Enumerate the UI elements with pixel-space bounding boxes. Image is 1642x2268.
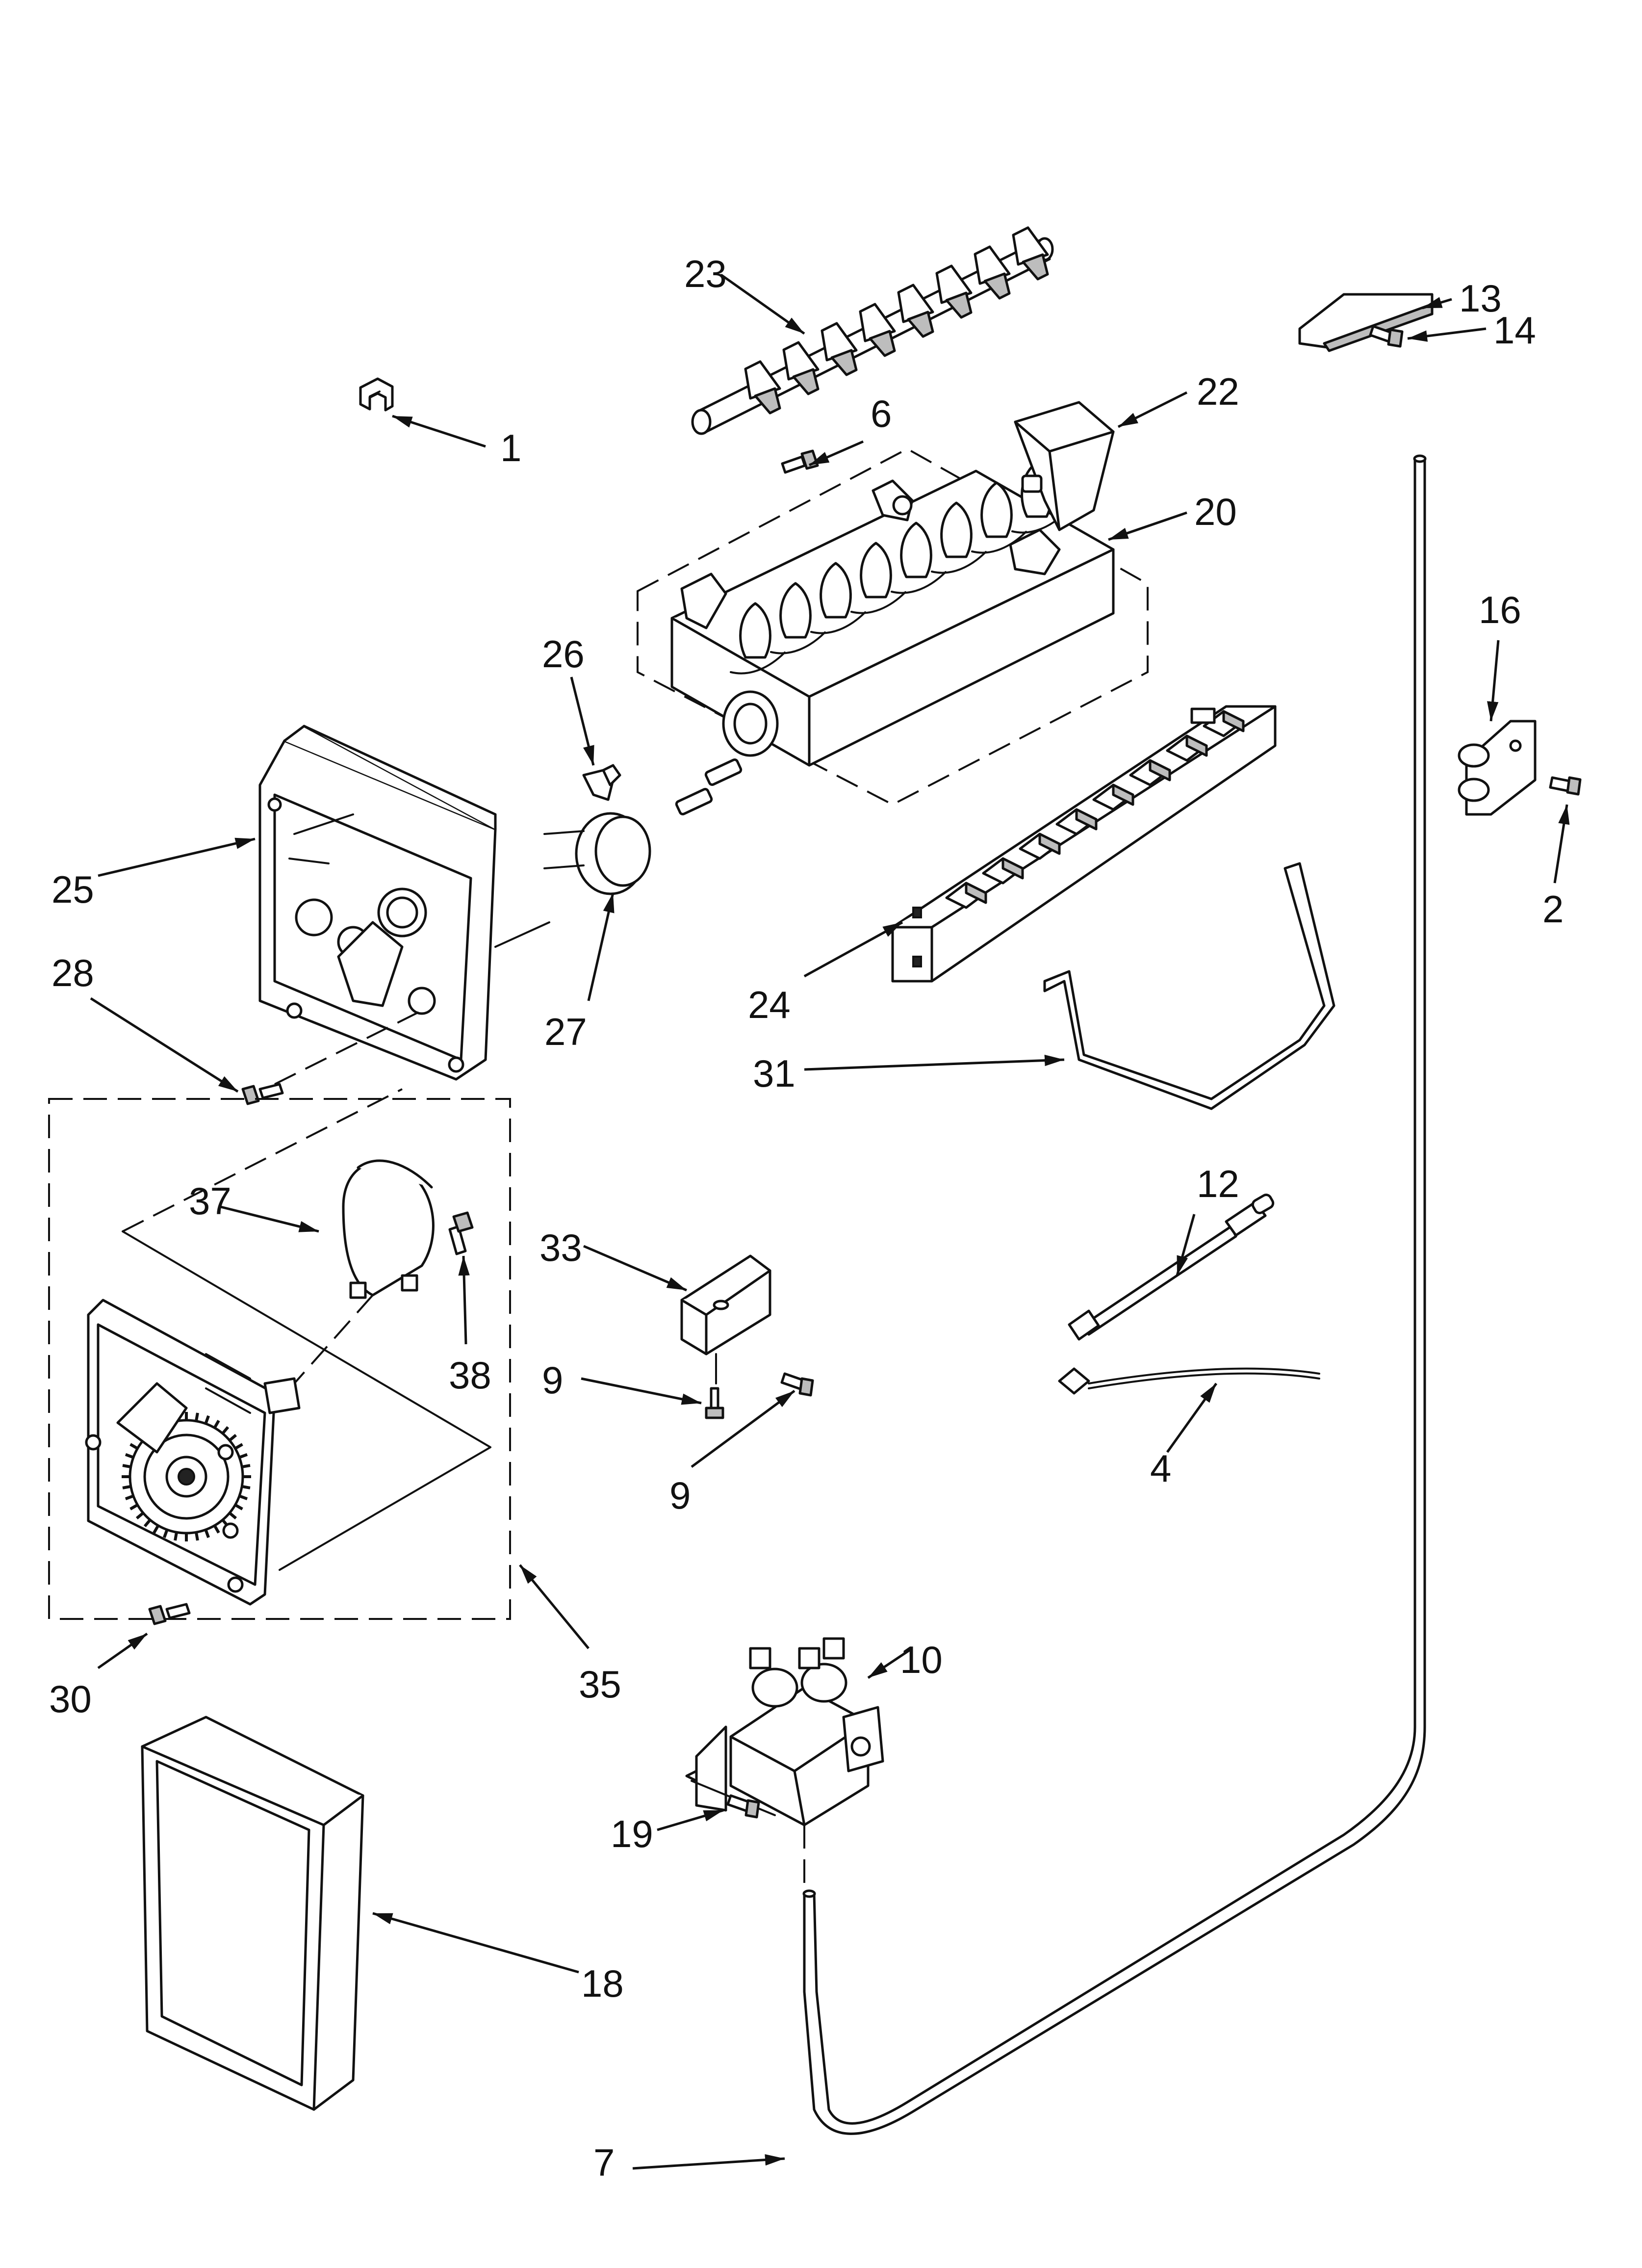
callout-20: 20	[1194, 490, 1237, 533]
part-9-screw-angled	[780, 1372, 814, 1397]
part-35-motor-assembly	[48, 1088, 511, 1620]
part-23-ejector	[691, 226, 1054, 435]
callout-26: 26	[542, 632, 585, 676]
callout-24: 24	[748, 983, 791, 1026]
part-38-screw	[448, 1211, 474, 1255]
part-7-water-tube	[802, 454, 1427, 2135]
part-27-thermostat	[494, 812, 651, 948]
callout-14: 14	[1493, 309, 1536, 352]
callout-12: 12	[1197, 1162, 1239, 1205]
callout-22: 22	[1197, 370, 1239, 413]
part-14-screw	[1369, 325, 1404, 348]
part-10-water-valve	[685, 1637, 884, 1826]
callout-23: 23	[684, 252, 727, 295]
part-16-bracket	[1458, 720, 1537, 816]
callout-33: 33	[539, 1226, 582, 1269]
callout-9-left: 9	[542, 1358, 563, 1402]
callout-30: 30	[49, 1677, 92, 1721]
callout-16: 16	[1479, 588, 1521, 631]
part-2-screw	[1549, 776, 1582, 796]
part-31-shutoff-arm	[1043, 862, 1335, 1110]
part-9-screw-vertical	[705, 1387, 724, 1419]
callout-9-right: 9	[669, 1474, 691, 1517]
part-19-screw	[726, 1794, 805, 1894]
leader-lines	[90, 273, 1570, 2170]
callout-2: 2	[1542, 887, 1564, 931]
part-1-clip	[359, 377, 394, 412]
part-24-stripper	[891, 705, 1277, 983]
part-6-screw	[781, 449, 819, 474]
callout-38: 38	[449, 1354, 491, 1397]
callout-10: 10	[900, 1638, 943, 1681]
part-18-panel	[141, 1716, 364, 2111]
callout-numbers: 1 2 4 6 7 9 9 10 12 13 14 16 18 19 20 22…	[49, 252, 1564, 2184]
callout-35: 35	[579, 1663, 621, 1706]
callout-6: 6	[871, 392, 892, 435]
part-22-fill-cup	[1014, 401, 1115, 531]
part-30-screw	[148, 1603, 191, 1625]
callout-18: 18	[581, 1962, 624, 2005]
callout-19: 19	[611, 1812, 653, 1855]
part-33-cover	[680, 1254, 771, 1384]
callout-31: 31	[753, 1052, 795, 1095]
callout-1: 1	[500, 426, 521, 469]
part-12-inlet-tube	[1068, 1194, 1275, 1341]
callout-27: 27	[544, 1010, 587, 1053]
callout-28: 28	[51, 951, 94, 994]
callout-4: 4	[1150, 1447, 1171, 1490]
callout-37: 37	[189, 1179, 231, 1223]
callout-25: 25	[51, 868, 94, 911]
callout-13: 13	[1459, 277, 1502, 320]
part-25-housing	[258, 725, 497, 1081]
callout-7: 7	[593, 2141, 615, 2184]
part-13-clip	[1298, 293, 1434, 352]
part-37-motor	[293, 1159, 435, 1384]
part-4-wire	[1058, 1367, 1320, 1395]
part-26-clip	[582, 764, 621, 801]
motor-plate	[85, 1299, 301, 1606]
part-20-mold	[637, 447, 1149, 816]
part-28-screw	[241, 1010, 422, 1105]
